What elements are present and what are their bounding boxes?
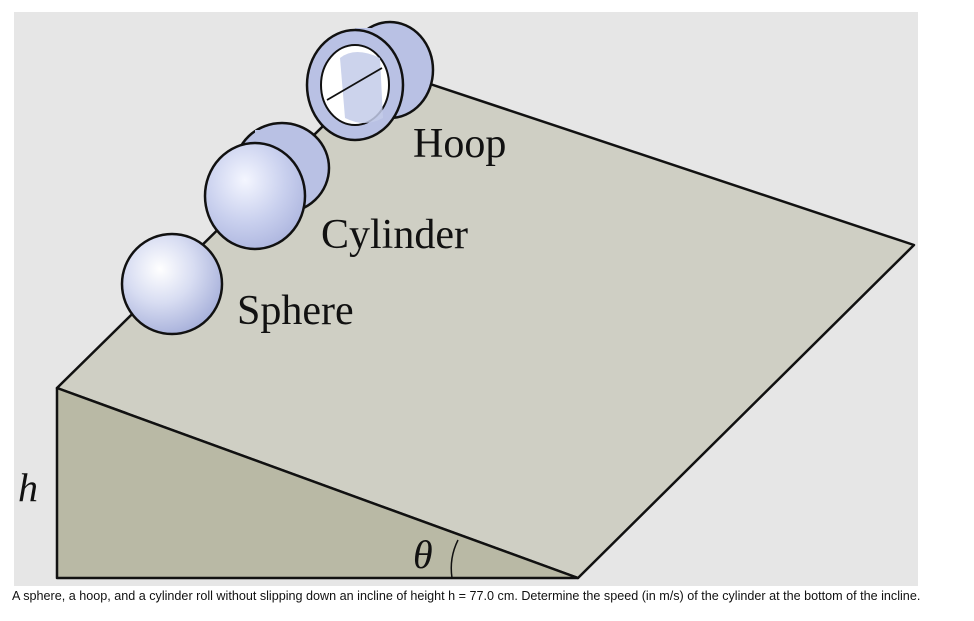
cylinder	[203, 121, 331, 251]
height-label: h	[18, 465, 38, 510]
cylinder-label: Cylinder	[321, 212, 468, 258]
incline-side-face	[55, 386, 580, 580]
incline-diagram: Hoop Cylinder Sphere h θ	[14, 12, 918, 586]
angle-arc	[450, 539, 459, 579]
sphere-label: Sphere	[237, 288, 354, 334]
sphere	[120, 232, 224, 336]
hoop	[305, 20, 435, 142]
angle-label: θ	[413, 532, 433, 577]
problem-caption: A sphere, a hoop, and a cylinder roll wi…	[12, 589, 921, 603]
hoop-label: Hoop	[413, 121, 506, 167]
